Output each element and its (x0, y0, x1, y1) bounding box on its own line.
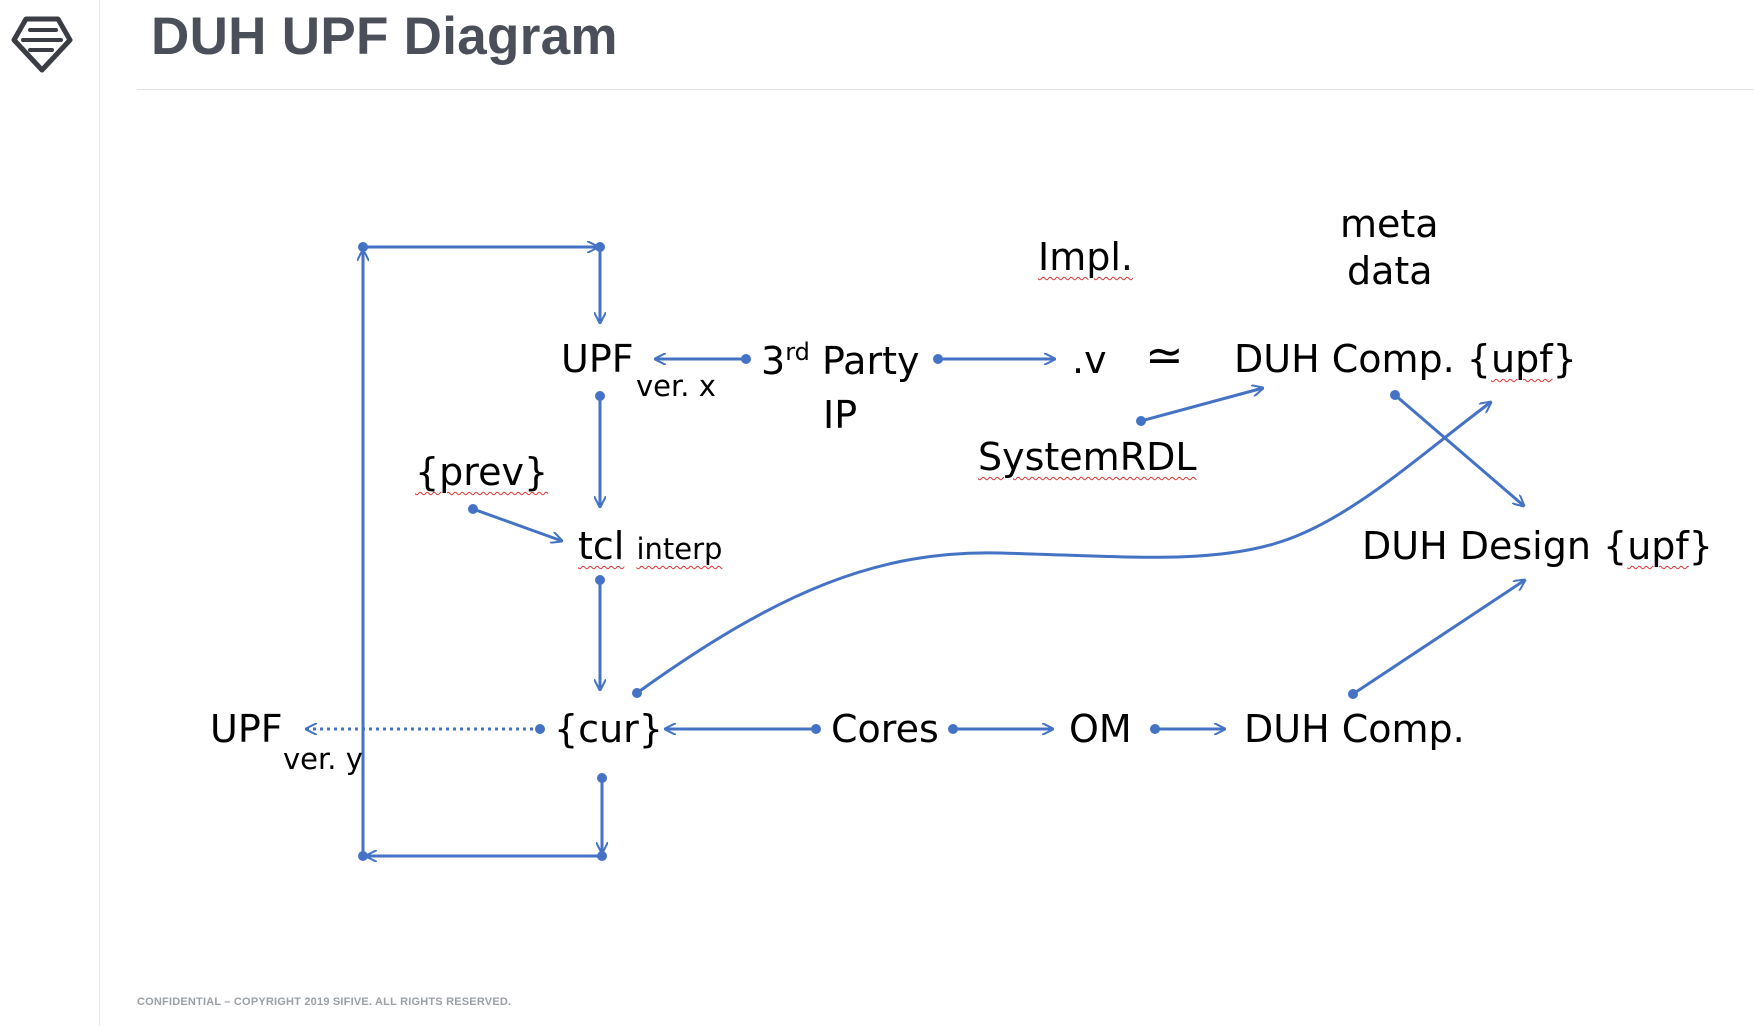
node-upf-ver-x: UPF (561, 340, 634, 378)
edge-start-dot (595, 575, 605, 585)
edge-start-dot (468, 504, 478, 514)
node-systemrdl: SystemRDL (978, 435, 1197, 479)
node-duh-design-upf: DUH Design {upf} (1362, 527, 1713, 565)
edge-duh-comp-to-duh-design (1352, 580, 1525, 696)
node-cores: Cores (831, 707, 939, 751)
node-cur: {cur} (554, 707, 663, 751)
edge-systemrdl-to-duh-comp-upf (1140, 388, 1263, 423)
left-rail (0, 0, 100, 1026)
node-duh-comp-upf: DUH Comp. {upf} (1234, 340, 1577, 378)
page-title: DUH UPF Diagram (151, 7, 618, 66)
node-om: OM (1069, 707, 1132, 751)
node-tcl-interp: tcl interp (578, 527, 722, 565)
node-3rd-party: 3rd Party (761, 340, 919, 380)
node-duh-comp: DUH Comp. (1244, 707, 1465, 751)
edge-start-dot (358, 851, 368, 861)
node-duh-design-post: } (1688, 524, 1713, 568)
edge-start-dot (1150, 724, 1160, 734)
edge-cur-curve-to-duh-comp-upf (636, 402, 1491, 695)
node-upf-ver-y-sub: ver. y (283, 742, 363, 776)
node-dot-v: .v (1072, 338, 1107, 382)
edge-start-dot (811, 724, 821, 734)
edge-start-dot (1136, 416, 1146, 426)
node-duh-comp-upf-post: } (1552, 337, 1577, 381)
node-3rd-party-line2: IP (823, 393, 858, 437)
node-3rd-party-main: Party (821, 339, 920, 383)
edge-start-dot (1390, 390, 1400, 400)
edge-start-dot (597, 773, 607, 783)
title-divider (137, 89, 1754, 90)
edge-start-dot (933, 354, 943, 364)
node-meta-data-line2: data (1347, 249, 1433, 293)
edge-start-dot (948, 724, 958, 734)
node-tcl-main: tcl (578, 524, 625, 568)
edge-start-dot (597, 851, 607, 861)
edge-start-dot (632, 688, 642, 698)
edge-prev-to-tcl (472, 507, 562, 541)
edge-start-dot (535, 724, 545, 734)
edge-start-dot (595, 391, 605, 401)
node-prev: {prev} (415, 450, 549, 494)
approx-symbol: ≃ (1145, 328, 1184, 382)
node-3rd-party-sup: rd (785, 338, 810, 366)
sifive-logo-icon (11, 16, 73, 73)
edge-start-dot (741, 354, 751, 364)
edge-start-dot (595, 242, 605, 252)
node-duh-design-squig: upf (1627, 524, 1689, 568)
edge-start-dot (1348, 689, 1358, 699)
node-duh-comp-upf-pre: DUH Comp. { (1234, 337, 1491, 381)
edge-duh-comp-upf-to-duh-design (1394, 393, 1524, 506)
node-impl: Impl. (1038, 235, 1133, 279)
node-3rd-party-pre: 3 (761, 339, 786, 383)
edge-start-dot (358, 242, 368, 252)
node-upf-ver-x-sub: ver. x (636, 369, 716, 403)
node-duh-comp-upf-squig: upf (1490, 337, 1553, 381)
node-duh-design-pre: DUH Design { (1362, 524, 1628, 568)
node-upf-ver-x-main: UPF (561, 337, 634, 381)
footer-copyright: CONFIDENTIAL – COPYRIGHT 2019 SIFIVE. AL… (137, 996, 512, 1008)
node-meta-data-line1: meta (1340, 202, 1439, 246)
node-upf-ver-y: UPF (210, 707, 283, 751)
node-tcl-sub: interp (636, 532, 723, 566)
